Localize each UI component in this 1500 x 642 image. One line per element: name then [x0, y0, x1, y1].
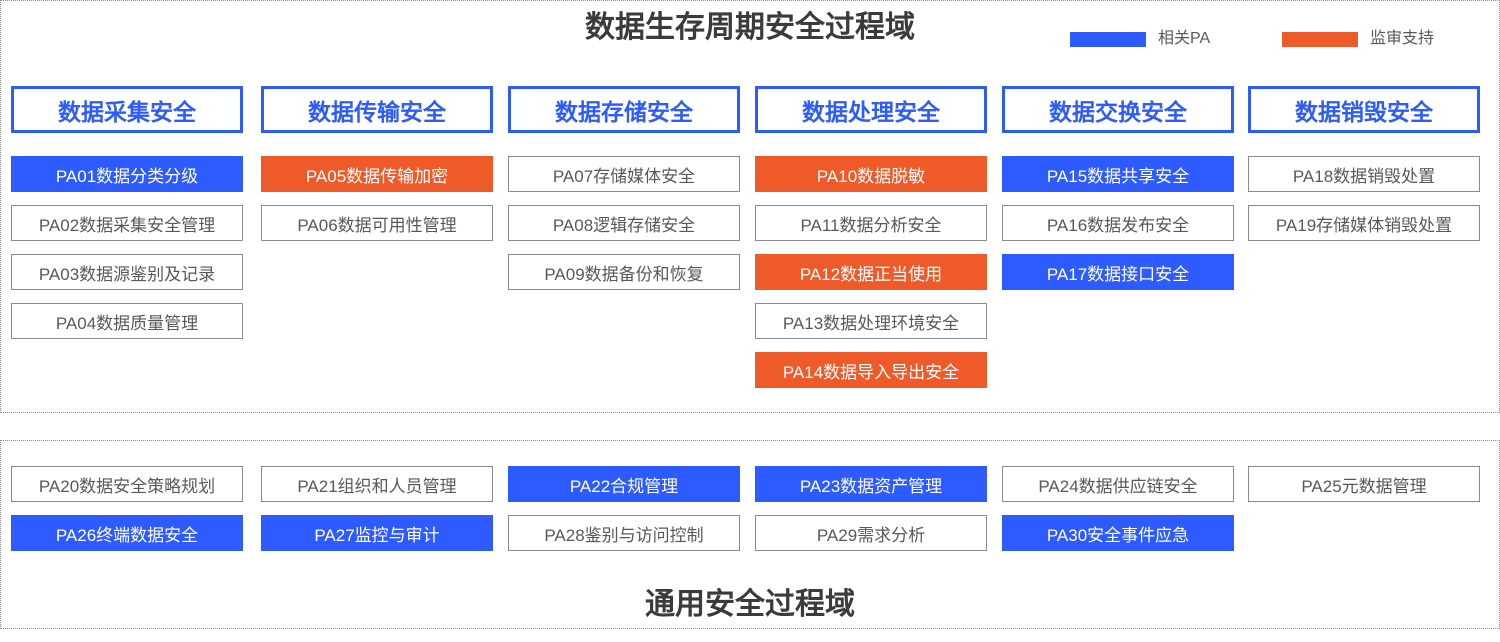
- pa-item-pa03: PA03数据源鉴别及记录: [11, 254, 243, 290]
- pa-item-pa15: PA15数据共享安全: [1002, 156, 1234, 192]
- general-zone-title: 通用安全过程域: [645, 588, 855, 621]
- pa-item-pa26: PA26终端数据安全: [11, 515, 243, 551]
- pa-item-pa19: PA19存储媒体销毁处置: [1248, 205, 1480, 241]
- pa-item-pa23: PA23数据资产管理: [755, 466, 987, 502]
- pa-item-pa18: PA18数据销毁处置: [1248, 156, 1480, 192]
- legend-swatch-related: [1070, 32, 1146, 47]
- pa-item-pa30: PA30安全事件应急: [1002, 515, 1234, 551]
- pa-item-pa10: PA10数据脱敏: [755, 156, 987, 192]
- pa-item-pa06: PA06数据可用性管理: [261, 205, 493, 241]
- stage-header-processing: 数据处理安全: [755, 86, 987, 133]
- pa-item-pa29: PA29需求分析: [755, 515, 987, 551]
- pa-item-pa20: PA20数据安全策略规划: [11, 466, 243, 502]
- pa-item-pa25: PA25元数据管理: [1248, 466, 1480, 502]
- legend-label-related: 相关PA: [1158, 30, 1211, 47]
- pa-item-pa07: PA07存储媒体安全: [508, 156, 740, 192]
- pa-item-pa27: PA27监控与审计: [261, 515, 493, 551]
- pa-item-pa08: PA08逻辑存储安全: [508, 205, 740, 241]
- pa-item-pa28: PA28鉴别与访问控制: [508, 515, 740, 551]
- pa-item-pa02: PA02数据采集安全管理: [11, 205, 243, 241]
- stage-header-collection: 数据采集安全: [11, 86, 243, 133]
- pa-item-pa09: PA09数据备份和恢复: [508, 254, 740, 290]
- lifecycle-zone-title: 数据生存周期安全过程域: [585, 11, 915, 44]
- stage-header-transmission: 数据传输安全: [261, 86, 493, 133]
- pa-item-pa14: PA14数据导入导出安全: [755, 352, 987, 388]
- pa-item-pa22: PA22合规管理: [508, 466, 740, 502]
- stage-header-storage: 数据存储安全: [508, 86, 740, 133]
- stage-header-exchange: 数据交换安全: [1002, 86, 1234, 133]
- pa-item-pa16: PA16数据发布安全: [1002, 205, 1234, 241]
- pa-item-pa05: PA05数据传输加密: [261, 156, 493, 192]
- pa-item-pa13: PA13数据处理环境安全: [755, 303, 987, 339]
- pa-item-pa21: PA21组织和人员管理: [261, 466, 493, 502]
- pa-item-pa24: PA24数据供应链安全: [1002, 466, 1234, 502]
- legend-label-audit: 监审支持: [1370, 30, 1435, 47]
- pa-item-pa12: PA12数据正当使用: [755, 254, 987, 290]
- pa-item-pa04: PA04数据质量管理: [11, 303, 243, 339]
- stage-header-destruction: 数据销毁安全: [1248, 86, 1480, 133]
- pa-item-pa11: PA11数据分析安全: [755, 205, 987, 241]
- legend-swatch-audit: [1282, 32, 1358, 47]
- pa-item-pa01: PA01数据分类分级: [11, 156, 243, 192]
- pa-item-pa17: PA17数据接口安全: [1002, 254, 1234, 290]
